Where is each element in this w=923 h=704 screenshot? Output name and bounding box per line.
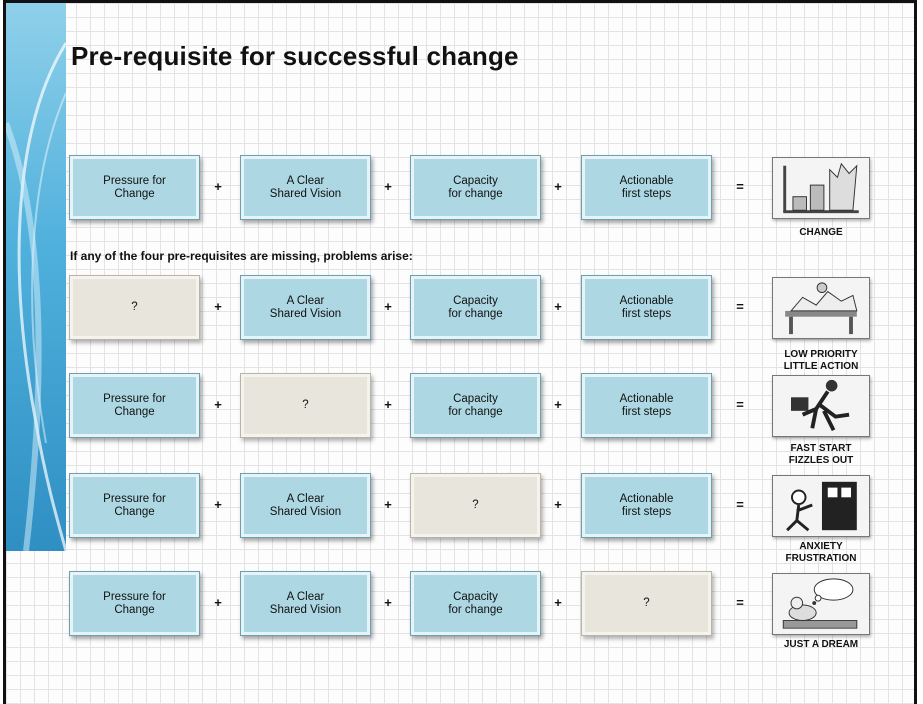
prerequisite-box[interactable]: A Clear Shared Vision (240, 155, 371, 220)
equation-row: ? A Clear Shared Vision Capacity for chang… (6, 275, 914, 372)
equals-operator: = (736, 299, 744, 314)
stressed-person-icon (772, 475, 870, 537)
equals-operator: = (736, 497, 744, 512)
missing-prerequisite-box[interactable]: ? (240, 373, 371, 438)
prerequisite-box[interactable]: Pressure for Change (69, 373, 200, 438)
plus-operator: + (554, 299, 562, 314)
plus-operator: + (384, 497, 392, 512)
prerequisite-box[interactable]: Capacity for change (410, 373, 541, 438)
plus-operator: + (384, 397, 392, 412)
bar-chart-breakthrough-icon (772, 157, 870, 219)
result-label: LOW PRIORITY LITTLE ACTION (783, 349, 859, 372)
prerequisite-box[interactable]: A Clear Shared Vision (240, 473, 371, 538)
result-label: CHANGE (799, 227, 843, 238)
cluttered-desk-icon (772, 277, 870, 339)
equals-operator: = (736, 595, 744, 610)
plus-operator: + (384, 179, 392, 194)
prerequisite-box[interactable]: Pressure for Change (69, 473, 200, 538)
equation-row: Pressure for Change? Capacity for change A… (6, 373, 914, 466)
equals-operator: = (736, 179, 744, 194)
result-label: JUST A DREAM (783, 639, 859, 650)
prerequisite-box[interactable]: Pressure for Change (69, 155, 200, 220)
result-label: FAST START FIZZLES OUT (788, 443, 854, 466)
plus-operator: + (554, 397, 562, 412)
equation-row: Pressure for Change A Clear Shared Vision… (6, 571, 914, 651)
prerequisite-box[interactable]: Actionable first steps (581, 373, 712, 438)
prerequisite-box[interactable]: A Clear Shared Vision (240, 571, 371, 636)
plus-operator: + (214, 595, 222, 610)
plus-operator: + (214, 397, 222, 412)
prerequisite-box[interactable]: Pressure for Change (69, 571, 200, 636)
dreaming-person-icon (772, 573, 870, 635)
decorative-swoosh (6, 3, 66, 551)
missing-prerequisite-box[interactable]: ? (581, 571, 712, 636)
slide: Pre-requisite for successful change If a… (3, 0, 917, 704)
result-label: ANXIETY FRUSTRATION (785, 541, 857, 564)
prerequisite-box[interactable]: Capacity for change (410, 155, 541, 220)
plus-operator: + (554, 595, 562, 610)
plus-operator: + (554, 179, 562, 194)
plus-operator: + (384, 299, 392, 314)
subheading: If any of the four pre-requisites are mi… (70, 249, 413, 263)
plus-operator: + (214, 497, 222, 512)
equation-row: Pressure for Change A Clear Shared Vision… (6, 155, 914, 238)
page-title: Pre-requisite for successful change (71, 41, 519, 71)
missing-prerequisite-box[interactable]: ? (410, 473, 541, 538)
prerequisite-box[interactable]: Capacity for change (410, 275, 541, 340)
prerequisite-box[interactable]: Actionable first steps (581, 275, 712, 340)
prerequisite-box[interactable]: Capacity for change (410, 571, 541, 636)
prerequisite-box[interactable]: A Clear Shared Vision (240, 275, 371, 340)
missing-prerequisite-box[interactable]: ? (69, 275, 200, 340)
plus-operator: + (214, 299, 222, 314)
prerequisite-box[interactable]: Actionable first steps (581, 473, 712, 538)
prerequisite-box[interactable]: Actionable first steps (581, 155, 712, 220)
running-businessman-icon (772, 375, 870, 437)
equation-row: Pressure for Change A Clear Shared Vision… (6, 473, 914, 564)
plus-operator: + (384, 595, 392, 610)
equals-operator: = (736, 397, 744, 412)
plus-operator: + (554, 497, 562, 512)
plus-operator: + (214, 179, 222, 194)
